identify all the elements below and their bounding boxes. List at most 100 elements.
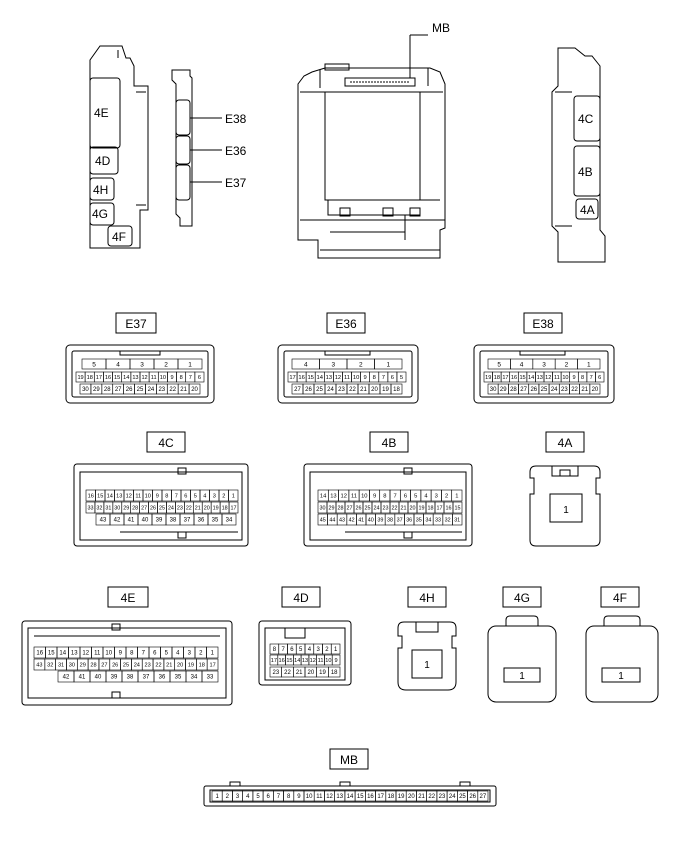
pin-number: 1: [386, 361, 390, 368]
pin-number: 14: [107, 494, 113, 500]
pin-number: 34: [425, 517, 431, 523]
pin-number: 34: [226, 518, 233, 524]
pin-number: 33: [87, 505, 93, 511]
pin-number: 22: [155, 663, 161, 669]
pin-number: 18: [393, 387, 400, 393]
pin-number: 26: [112, 663, 118, 669]
pin-number: 16: [511, 375, 517, 381]
pin-number: 13: [326, 375, 332, 381]
connector-label-4D: 4D: [293, 591, 309, 605]
pin-number: 7: [394, 494, 397, 500]
pin-4F-1: 1: [618, 671, 624, 682]
ecu-main-body-view: MB: [297, 21, 450, 259]
pin-number: 1: [455, 494, 458, 500]
pin-number: 15: [519, 375, 525, 381]
pin-cell: [577, 358, 601, 370]
left-view-socket-4G: [89, 202, 115, 226]
right-view-label-4C: 4C: [578, 112, 594, 126]
pin-cell: [206, 658, 219, 671]
pin-number: 2: [565, 361, 569, 368]
pin-number: 30: [490, 387, 497, 393]
pin-number: 21: [180, 387, 187, 393]
pin-number: 13: [302, 658, 308, 664]
pin-number: 16: [279, 658, 285, 664]
pin-number: 26: [126, 387, 133, 393]
pin-number: 29: [93, 387, 100, 393]
pin-number: 28: [90, 663, 96, 669]
pin-number: 24: [374, 505, 380, 511]
left-view-label-4D: 4D: [95, 154, 111, 168]
connector-label-4G: 4G: [514, 591, 530, 605]
pin-number: 24: [168, 505, 174, 511]
label-box-4A: [545, 431, 585, 453]
pin-number: 21: [195, 505, 201, 511]
left-view-socket-4H: [89, 177, 115, 201]
pin-number: 35: [212, 518, 219, 524]
pin-number: 40: [368, 517, 374, 523]
pin-cell: [330, 643, 341, 655]
pin-number: 43: [339, 517, 345, 523]
pin-number: 8: [165, 494, 168, 500]
pin-number: 35: [416, 517, 422, 523]
pin-number: 4: [304, 361, 308, 368]
pin-number: 23: [145, 663, 151, 669]
pin-number: 23: [158, 387, 165, 393]
pin-number: 8: [287, 794, 291, 800]
pin-number: 25: [365, 505, 371, 511]
pin-cell: [390, 383, 403, 395]
pin-number: 26: [530, 387, 537, 393]
pin-number: 9: [156, 494, 159, 500]
pin-cell: [452, 501, 463, 514]
pin-number: 3: [140, 361, 144, 368]
pin-number: 6: [198, 375, 201, 381]
pin-number: 2: [222, 494, 225, 500]
pin-number: 10: [160, 375, 166, 381]
pin-number: 17: [502, 375, 508, 381]
pin-box-4A: [549, 493, 583, 523]
label-box-4B: [369, 431, 409, 453]
pin-number: 38: [387, 517, 393, 523]
pin-number: 22: [428, 794, 435, 800]
ecu-edge-view: E38 E36 E37: [171, 69, 247, 227]
pin-number: 37: [184, 518, 191, 524]
pin-number: 23: [338, 387, 345, 393]
right-view-socket-4C: [573, 95, 601, 142]
pin-number: 22: [186, 505, 192, 511]
pin-number: 41: [79, 675, 86, 681]
connector-label-4H: 4H: [419, 591, 434, 605]
pin-number: 19: [319, 670, 326, 676]
pin-number: 10: [325, 658, 331, 664]
pin-number: 42: [114, 518, 121, 524]
pin-number: 16: [88, 494, 94, 500]
pin-box-4H: [411, 649, 443, 679]
pin-number: 18: [222, 505, 228, 511]
pin-number: 23: [383, 505, 389, 511]
pin-number: 20: [191, 387, 198, 393]
pin-number: 20: [307, 670, 314, 676]
connector-label-4C: 4C: [158, 436, 174, 450]
pin-number: 2: [359, 361, 363, 368]
pin-number: 4: [424, 494, 428, 500]
pin-number: 1: [232, 494, 235, 500]
pin-number: 4: [116, 361, 120, 368]
pin-number: 15: [97, 494, 103, 500]
pin-cell: [452, 513, 463, 526]
pin-number: 27: [101, 663, 107, 669]
pin-number: 15: [286, 658, 292, 664]
pin-number: 10: [562, 375, 568, 381]
pin-number: 29: [80, 663, 86, 669]
mb-callout-label: MB: [432, 21, 450, 35]
pin-number: 6: [153, 651, 157, 657]
pin-number: 11: [94, 651, 101, 657]
label-box-E37: [115, 312, 157, 334]
pin-number: 14: [528, 375, 534, 381]
pin-number: 12: [310, 658, 316, 664]
